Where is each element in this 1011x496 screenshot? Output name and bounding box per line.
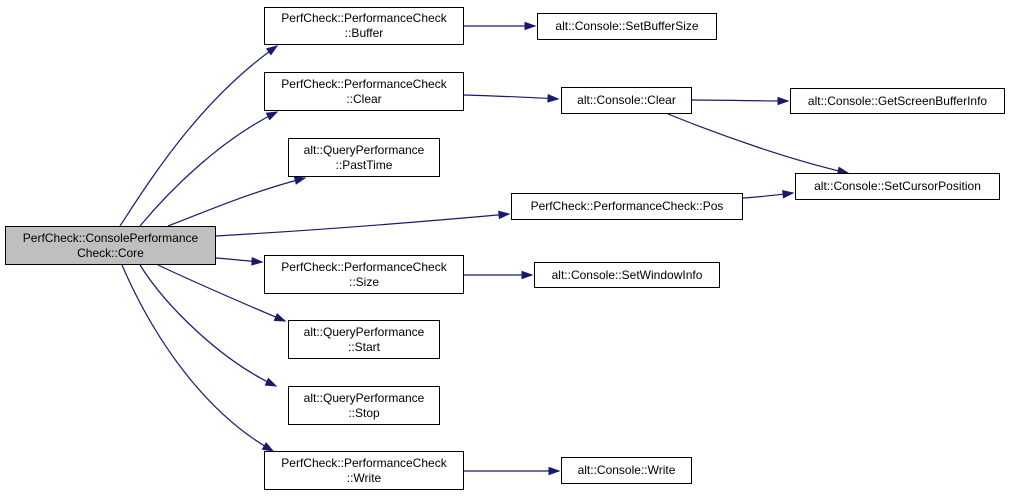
node-console-setbuffersize[interactable]: alt::Console::SetBufferSize [537,13,717,40]
arrowhead-root-to-start [273,312,287,322]
node-label: PerfCheck::ConsolePerformance Check::Cor… [22,230,199,260]
node-console-setcursorposition[interactable]: alt::Console::SetCursorPosition [795,173,1000,200]
node-label: alt::Console::GetScreenBufferInfo [807,93,988,108]
arrowhead-root-to-pasttime [293,176,307,185]
node-performancecheck-pos[interactable]: PerfCheck::PerformanceCheck::Pos [511,193,743,220]
arrowhead-consoleclear-to-getscreenbufferinfo [777,96,790,106]
node-queryperformance-start[interactable]: alt::QueryPerformance ::Start [288,320,440,359]
arrowhead-write-to-consolewrite [548,466,561,476]
node-label: alt::Console::Clear [577,93,676,107]
node-performancecheck-clear[interactable]: PerfCheck::PerformanceCheck ::Clear [264,72,464,111]
edge-root-to-pos [215,213,510,237]
edge-root-to-clear [139,111,278,227]
node-label: PerfCheck::PerformanceCheck ::Write [281,455,447,485]
node-console-write[interactable]: alt::Console::Write [561,457,692,484]
arrowhead-root-to-clear [265,111,279,121]
edge-consoleclear-to-getscreenbufferinfo [691,99,789,102]
arrowhead-root-to-pos [498,210,511,220]
node-label: alt::QueryPerformance ::Stop [303,390,425,420]
node-label: alt::Console::SetWindowInfo [551,267,703,282]
node-label: alt::Console::SetCursorPosition [814,179,981,193]
arrowhead-clear-to-consoleclear [547,94,560,103]
node-label: PerfCheck::PerformanceCheck ::Clear [281,76,447,106]
arrowhead-root-to-buffer [265,45,279,56]
node-queryperformance-pasttime[interactable]: alt::QueryPerformance ::PastTime [288,138,440,177]
arrowhead-root-to-size [251,257,264,266]
edge-clear-to-consoleclear [463,94,559,100]
node-label: PerfCheck::PerformanceCheck ::Buffer [281,11,447,40]
node-performancecheck-write[interactable]: PerfCheck::PerformanceCheck ::Write [264,451,464,490]
edge-consoleclear-to-setcursorposition [667,113,849,174]
edge-root-to-start [157,264,286,322]
arrowhead-buffer-to-setbuffersize [524,21,537,31]
node-consoleperformancecheck-core: PerfCheck::ConsolePerformance Check::Cor… [5,226,216,265]
edge-root-to-stop [139,264,277,387]
node-performancecheck-size[interactable]: PerfCheck::PerformanceCheck ::Size [264,255,464,294]
node-label: alt::Console::SetBufferSize [555,19,699,33]
arrowhead-size-to-setwindowinfo [521,270,534,280]
node-console-clear[interactable]: alt::Console::Clear [561,87,692,114]
edge-root-to-pasttime [167,177,306,227]
node-label: PerfCheck::PerformanceCheck::Pos [530,199,724,213]
edge-root-to-write [121,264,274,452]
edge-root-to-buffer [119,45,278,227]
node-console-getscreenbufferinfo[interactable]: alt::Console::GetScreenBufferInfo [790,88,1005,114]
node-label: alt::Console::Write [577,463,676,477]
node-label: alt::QueryPerformance ::Start [303,324,425,354]
node-performancecheck-buffer[interactable]: PerfCheck::PerformanceCheck ::Buffer [264,7,464,45]
arrowhead-root-to-write [261,442,275,452]
node-label: alt::QueryPerformance ::PastTime [303,142,425,172]
node-label: PerfCheck::PerformanceCheck ::Size [281,259,447,289]
arrowhead-pos-to-setcursorposition [782,189,795,199]
node-console-setwindowinfo[interactable]: alt::Console::SetWindowInfo [534,262,720,288]
arrowhead-root-to-stop [264,377,278,387]
node-queryperformance-stop[interactable]: alt::QueryPerformance ::Stop [288,386,440,425]
